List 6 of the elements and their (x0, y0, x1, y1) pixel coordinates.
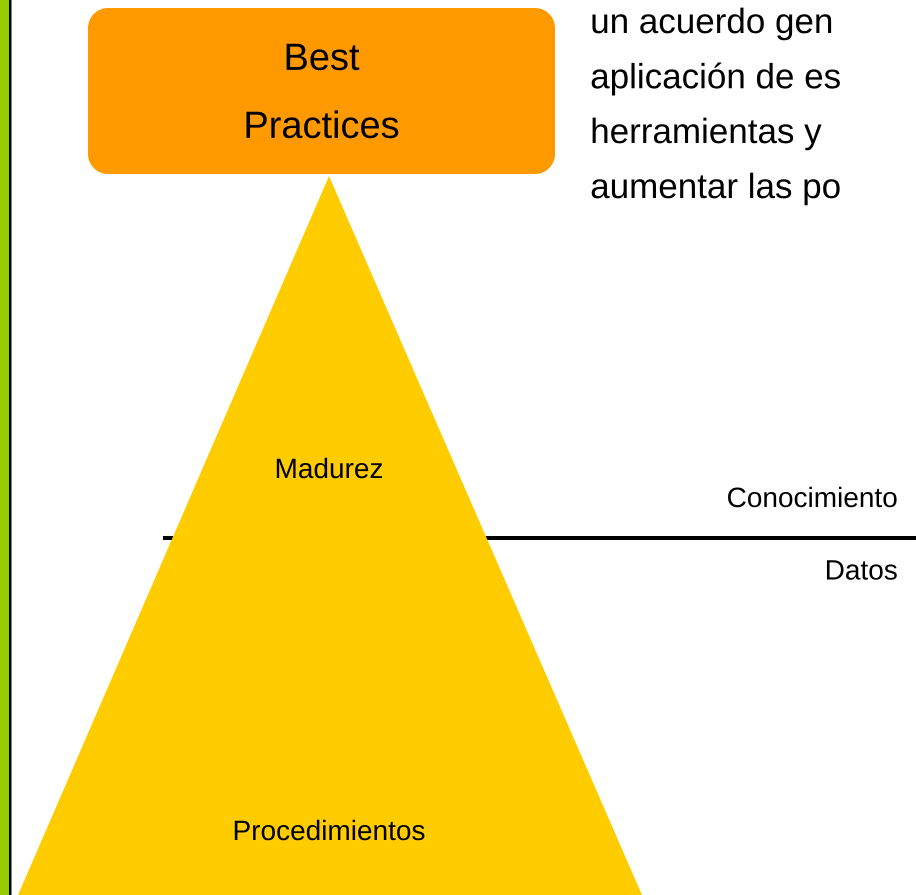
layer-label: Conocimiento (728, 486, 897, 508)
paragraph-line: herramientas y (592, 118, 822, 150)
paragraph-line: aplicación de es (592, 62, 840, 96)
layer-label: Datos (826, 560, 897, 580)
paragraph-line: un acuerdo gen (592, 8, 832, 40)
practices-box: Best Practices (88, 8, 555, 174)
